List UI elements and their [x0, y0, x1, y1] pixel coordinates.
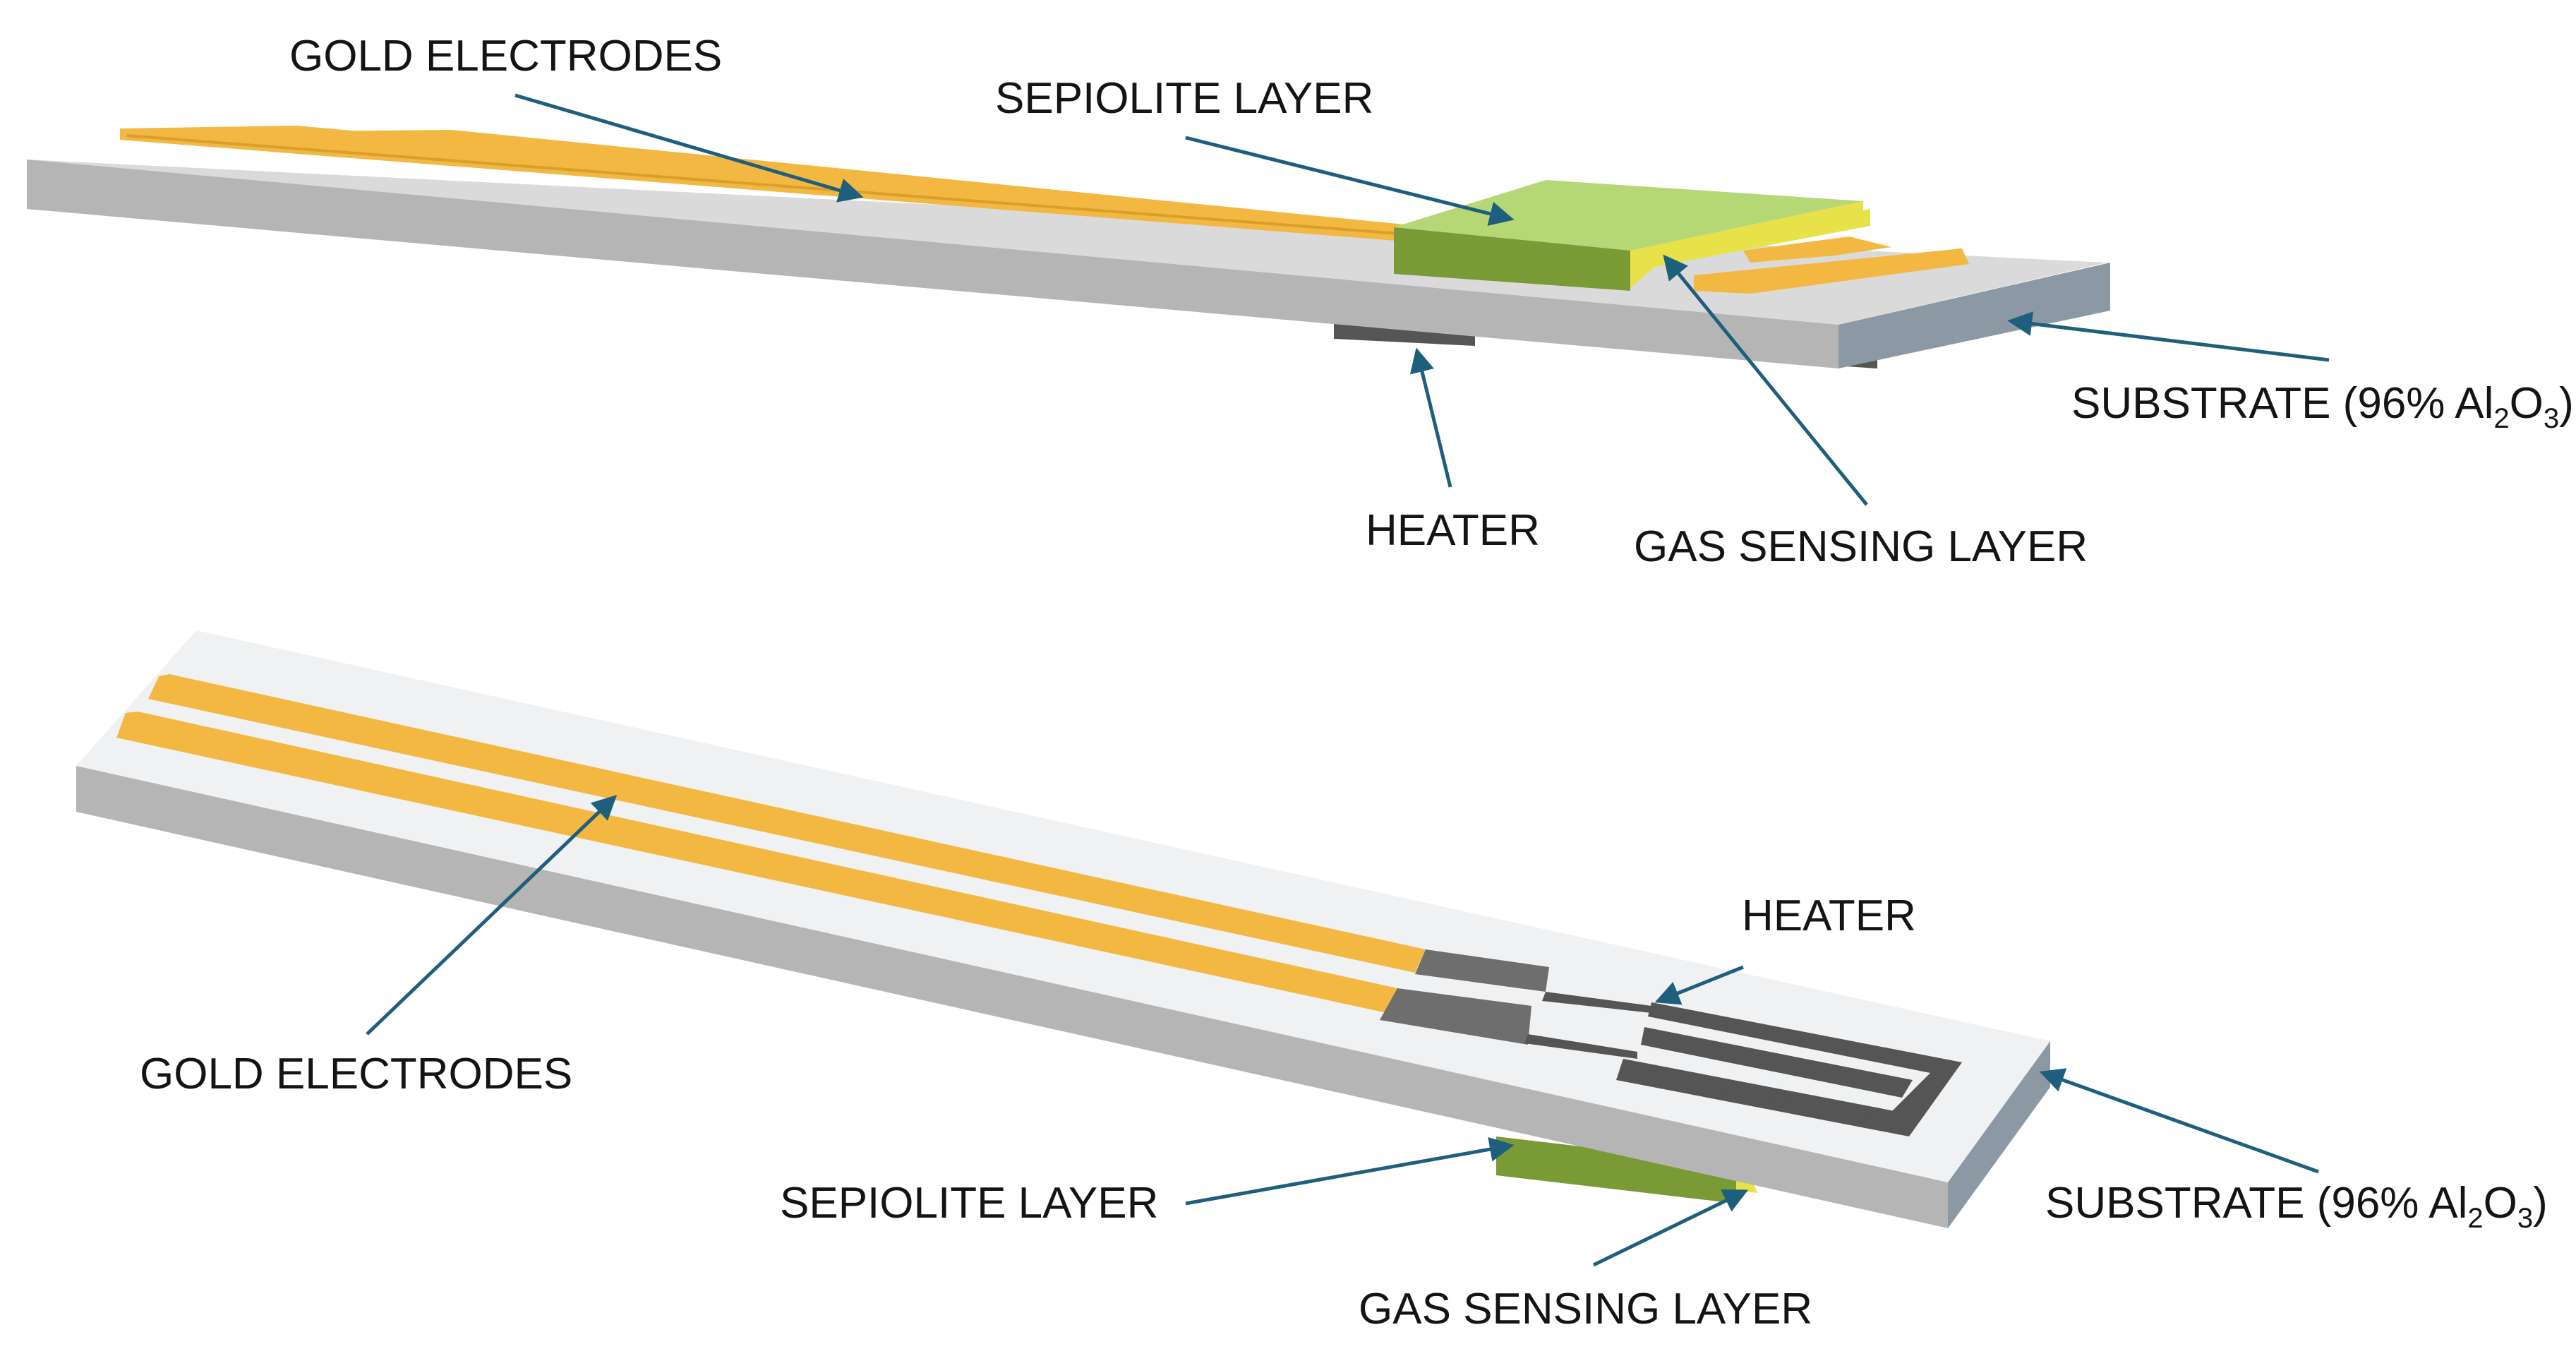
bottom-gold-electrode-1 [148, 674, 1426, 973]
top-gold-tab-1 [1743, 236, 1891, 263]
bottom-label-heater: HEATER [1742, 892, 1916, 940]
bottom-heater-meander-outer [1616, 1002, 1962, 1136]
top-gold-tab-2 [1694, 248, 1969, 294]
top-substrate-end [1838, 263, 2110, 368]
bottom-heater-pad-1 [1415, 949, 1549, 992]
top-label-gas-sensing-layer: GAS SENSING LAYER [1634, 522, 2088, 571]
top-gold-gap [126, 134, 1409, 236]
bottom-leader-sepiolite [1185, 1136, 1515, 1206]
top-leader-substrate [2007, 311, 2330, 362]
bottom-substrate-end [1948, 1041, 2050, 1228]
bottom-leader-heater [1654, 965, 1744, 1005]
bottom-label-gas-sensing-layer: GAS SENSING LAYER [1359, 1285, 1812, 1333]
top-label-gold-electrodes: GOLD ELECTRODES [289, 32, 722, 80]
top-sepiolite-front [1394, 227, 1630, 291]
bottom-heater-meander-inner2 [1620, 1059, 1898, 1122]
bottom-substrate-front [76, 766, 1948, 1228]
bottom-leader-gold-electrodes [366, 794, 618, 1036]
bottom-heater-trace-1 [1542, 992, 1651, 1013]
top-label-substrate: SUBSTRATE (96% Al2O3) [2071, 379, 2574, 434]
bottom-leader-gas-layer [1592, 1189, 1749, 1267]
bottom-sensor [76, 630, 2050, 1228]
bottom-label-substrate: SUBSTRATE (96% Al2O3) [2045, 1179, 2548, 1234]
bottom-label-gold-electrodes: GOLD ELECTRODES [140, 1050, 572, 1098]
bottom-heater-meander-inner [1641, 1027, 1913, 1098]
top-sensor [27, 126, 2110, 368]
top-substrate-front [27, 160, 1838, 368]
bottom-heater-pad-2 [1380, 988, 1531, 1045]
top-sepiolite-top [1394, 180, 1863, 251]
bottom-sepiolite-layer [1496, 1136, 1736, 1204]
top-leader-heater [1409, 347, 1452, 488]
bottom-leader-substrate [2039, 1068, 2319, 1174]
top-sepiolite-right [1630, 201, 1863, 267]
bottom-heater-trace-2 [1524, 1034, 1637, 1059]
top-leader-gas-layer [1663, 254, 1868, 506]
top-label-heater: HEATER [1366, 506, 1540, 555]
top-label-sepiolite-layer: SEPIOLITE LAYER [995, 74, 1373, 123]
bottom-label-sepiolite-layer: SEPIOLITE LAYER [780, 1179, 1158, 1228]
top-leader-gold-electrodes [514, 93, 864, 203]
top-leader-sepiolite [1185, 136, 1515, 226]
bottom-gold-electrode-2 [116, 712, 1397, 1013]
